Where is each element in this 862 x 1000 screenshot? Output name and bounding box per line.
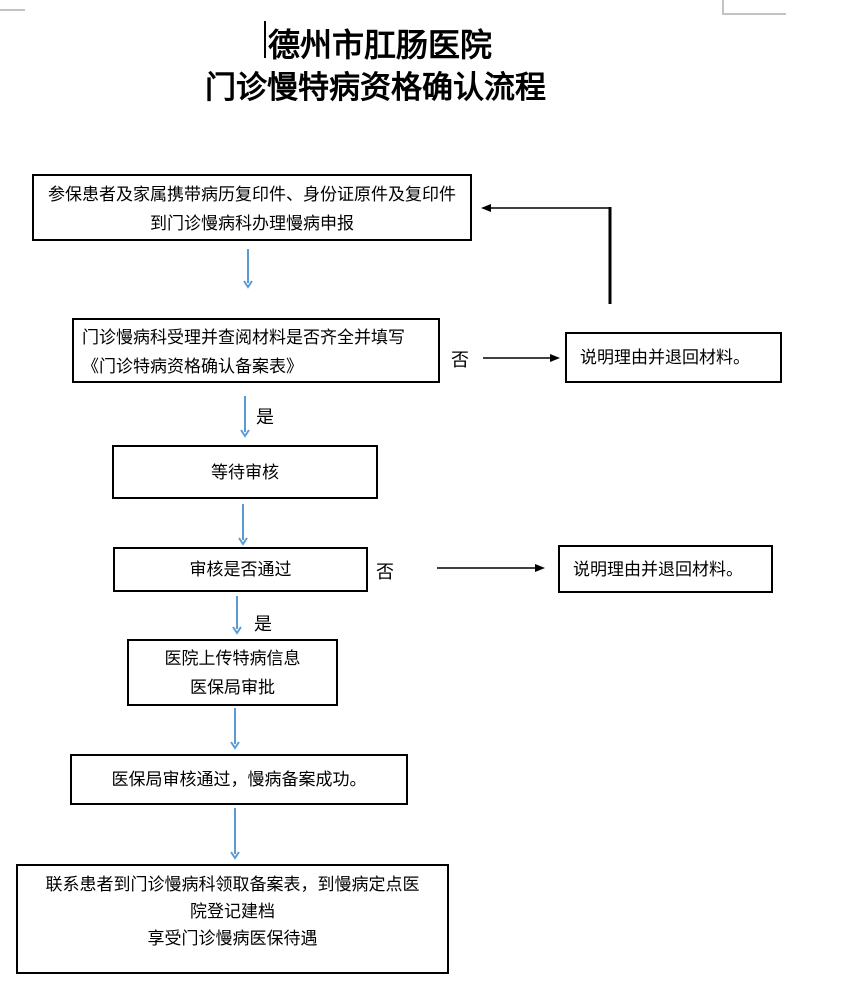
decision-label-no-1: 否: [451, 350, 469, 370]
margin-mark-top-right-horizontal: [722, 13, 786, 15]
flow-box-apply-line2: 到门诊慢病科办理慢病申报: [150, 214, 354, 233]
document-title: 德州市肛肠医院: [268, 27, 493, 63]
flow-box-approved-text: 医保局审核通过，慢病备案成功。: [111, 770, 367, 789]
flow-box-review-line1: 门诊慢病科受理并查阅材料是否齐全并填写: [82, 328, 405, 347]
return-arrow: [481, 204, 612, 304]
flow-box-wait-review: 等待审核: [112, 445, 378, 499]
flow-box-return-bottom: 说明理由并退回材料。: [558, 545, 773, 593]
flow-box-review-materials: 门诊慢病科受理并查阅材料是否齐全并填写 《门诊特病资格确认备案表》: [72, 318, 440, 383]
document-subtitle: 门诊慢特病资格确认流程: [205, 70, 546, 105]
flow-box-final-line1: 联系患者到门诊慢病科领取备案表，到慢病定点医院登记建档: [45, 875, 420, 921]
flow-arrow-down-4: [232, 596, 242, 635]
flow-box-approved: 医保局审核通过，慢病备案成功。: [70, 754, 408, 805]
flow-box-return-top-text: 说明理由并退回材料。: [580, 348, 750, 367]
flow-box-wait-text: 等待审核: [211, 462, 279, 482]
text-cursor: [264, 21, 266, 58]
decision-label-no-2: 否: [376, 562, 394, 582]
flow-arrow-down-3: [238, 504, 248, 546]
flow-box-upload-info: 医院上传特病信息 医保局审批: [127, 639, 338, 706]
flow-arrow-down-6: [230, 808, 240, 860]
margin-mark-top-right-vertical: [722, 0, 724, 15]
flow-arrow-down-2: [240, 396, 250, 438]
flow-box-apply-line1: 参保患者及家属携带病历复印件、身份证原件及复印件: [48, 185, 456, 204]
flow-box-audit-text: 审核是否通过: [189, 560, 292, 579]
margin-mark-top-left: [0, 9, 25, 11]
flow-box-review-line2: 《门诊特病资格确认备案表》: [82, 357, 303, 376]
flow-box-apply: 参保患者及家属携带病历复印件、身份证原件及复印件 到门诊慢病科办理慢病申报: [32, 174, 472, 241]
flow-box-final: 联系患者到门诊慢病科领取备案表，到慢病定点医院登记建档 享受门诊慢病医保待遇: [16, 864, 449, 974]
flow-box-final-line2: 享受门诊慢病医保待遇: [147, 929, 318, 948]
flow-box-upload-line1: 医院上传特病信息: [164, 649, 301, 668]
flow-box-return-top: 说明理由并退回材料。: [565, 332, 782, 383]
flow-arrow-down-5: [230, 708, 240, 750]
decision-label-yes-2: 是: [254, 614, 272, 634]
flow-box-upload-line2: 医保局审批: [190, 678, 275, 697]
flow-box-audit-decision: 审核是否通过: [113, 547, 368, 592]
no-branch-arrow-1: [483, 354, 560, 362]
decision-label-yes-1: 是: [256, 407, 274, 427]
flow-box-return-bottom-text: 说明理由并退回材料。: [573, 559, 743, 579]
flow-arrow-down-1: [243, 249, 253, 289]
no-branch-arrow-2: [437, 564, 545, 572]
